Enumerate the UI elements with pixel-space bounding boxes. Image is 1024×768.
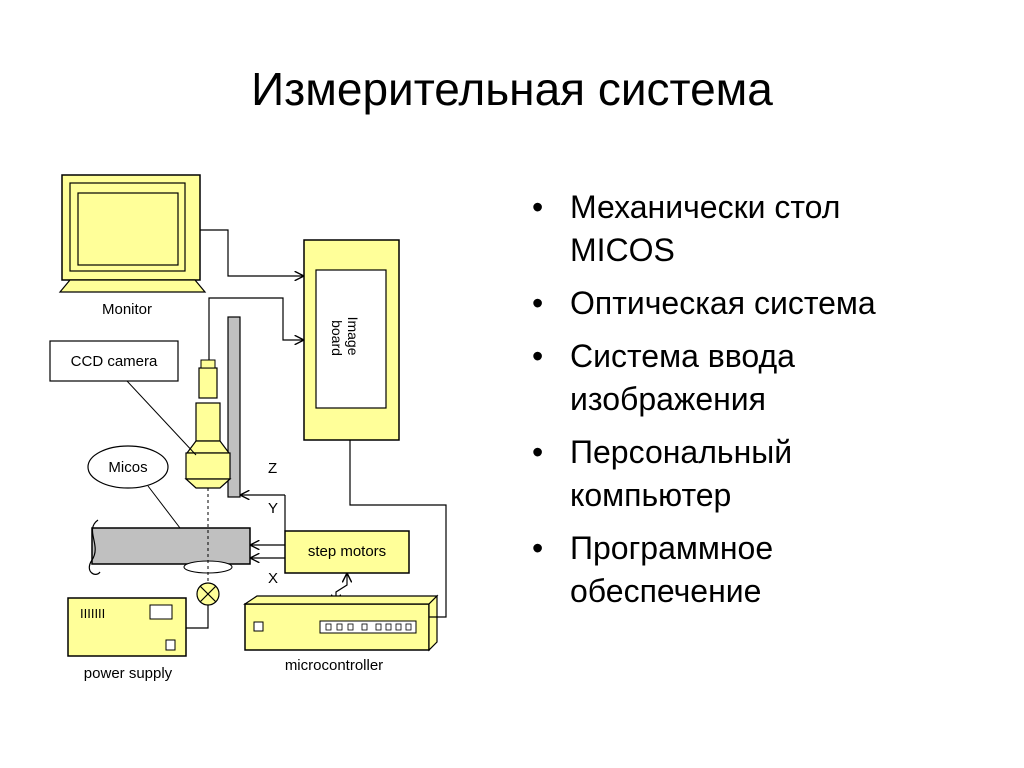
axis-z-label: Z (268, 460, 277, 477)
camera-to-board-line (208, 297, 304, 365)
image-board-icon (303, 239, 400, 441)
z-rail (227, 316, 241, 498)
bullet-item: •Механически стол MICOS (532, 189, 841, 268)
image-board-label: Image board (329, 317, 361, 360)
axis-y-label: Y (268, 500, 278, 517)
step-motors-label: step motors (308, 543, 386, 560)
bullet-item: •Персональный компьютер (532, 434, 793, 513)
micos-ellipse (87, 445, 169, 489)
micos-label: Micos (108, 459, 147, 476)
bullet-text: Персональный компьютер (570, 434, 793, 513)
lamp-to-power-line (186, 605, 209, 629)
power-supply-panel: IIIIIII (80, 606, 105, 621)
microcontroller-icon (243, 594, 439, 652)
ccd-camera-box (49, 340, 179, 382)
board-to-controller-line (349, 440, 447, 618)
power-supply-label: power supply (84, 665, 173, 682)
x-stage (88, 519, 251, 575)
ccd-camera-label: CCD camera (71, 353, 158, 370)
ccd-camera-pointer (126, 380, 197, 456)
bullet-item: •Система ввода изображения (532, 338, 795, 417)
bullet-text: Механически стол MICOS (570, 189, 841, 268)
bullet-item: •Программное обеспечение (532, 530, 774, 609)
microcontroller-label: microcontroller (285, 657, 383, 674)
lamp-icon (196, 582, 220, 606)
bullet-text: Оптическая система (570, 285, 876, 321)
monitor-label: Monitor (102, 301, 152, 318)
axis-x-label: X (268, 570, 278, 587)
bullet-list: •Механически стол MICOS •Оптическая сист… (530, 186, 1000, 623)
ccd-camera-icon (184, 359, 232, 489)
measurement-system-diagram: Monitor Image board CCD camera Micos Z Y… (49, 174, 447, 682)
slide-title: Измерительная система (251, 63, 773, 115)
micos-pointer (147, 485, 181, 529)
monitor-to-board-line (200, 229, 304, 276)
bullet-item: •Оптическая система (532, 285, 876, 321)
bullet-text: Программное обеспечение (570, 530, 774, 609)
power-supply-icon (67, 597, 187, 657)
bullet-text: Система ввода изображения (570, 338, 795, 417)
monitor-icon (58, 174, 207, 293)
